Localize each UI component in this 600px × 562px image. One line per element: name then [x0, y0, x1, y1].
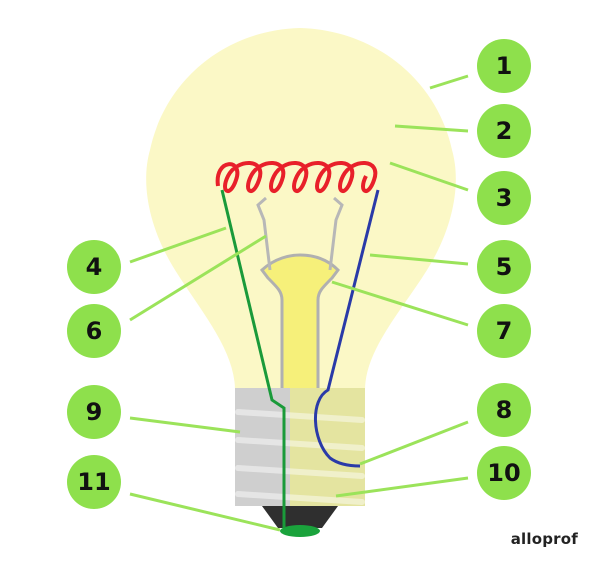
base-tip	[262, 506, 338, 528]
callout-line-10	[335, 476, 469, 498]
callout-number-7: 7	[496, 317, 513, 345]
callout-line-1	[429, 74, 469, 90]
callout-7: 7	[477, 304, 531, 358]
base-right-light	[290, 388, 365, 506]
lead-wire-green	[220, 189, 286, 528]
callout-line-7	[331, 280, 469, 327]
callout-number-10: 10	[487, 459, 520, 487]
thread-2	[235, 437, 365, 451]
callout-1: 1	[477, 39, 531, 93]
support-wire-right	[328, 196, 344, 271]
callout-circle-7	[477, 304, 531, 358]
filament-coil-path	[215, 161, 378, 193]
callout-line-4	[129, 226, 227, 264]
thread-4	[235, 491, 365, 505]
support-wire-left	[256, 196, 272, 271]
callout-number-1: 1	[496, 52, 513, 80]
callout-4: 4	[67, 240, 121, 294]
callout-circle-1	[477, 39, 531, 93]
callout-line-9	[129, 416, 241, 434]
callout-number-8: 8	[496, 396, 513, 424]
base-threads	[235, 409, 365, 505]
callout-circle-11	[67, 455, 121, 509]
callout-circle-5	[477, 240, 531, 294]
callout-number-4: 4	[86, 253, 103, 281]
callout-circle-8	[477, 383, 531, 437]
glass-bulb	[146, 28, 456, 390]
callout-circle-9	[67, 385, 121, 439]
callout-line-6	[129, 234, 267, 322]
alloprof-logo: alloprof	[510, 530, 578, 548]
callout-number-3: 3	[496, 184, 513, 212]
callout-line-2	[394, 124, 469, 133]
callout-3: 3	[477, 171, 531, 225]
callout-6: 6	[67, 304, 121, 358]
callout-2: 2	[477, 104, 531, 158]
callout-number-5: 5	[496, 253, 513, 281]
screw-base	[235, 388, 365, 537]
callout-circle-4	[67, 240, 121, 294]
callout-circle-10	[477, 446, 531, 500]
callout-5: 5	[477, 240, 531, 294]
callout-line-8	[359, 420, 469, 466]
callout-line-5	[369, 253, 469, 266]
filament-supports	[256, 196, 344, 271]
callout-9: 9	[67, 385, 121, 439]
callout-lines	[129, 74, 469, 532]
lead-wire-blue	[314, 189, 380, 468]
thread-1	[235, 409, 365, 423]
callout-line-11	[129, 492, 281, 532]
callout-10: 10	[477, 446, 531, 500]
callout-11: 11	[67, 455, 121, 509]
callout-circle-6	[67, 304, 121, 358]
callouts: 1 2 3 4 5 6 7 8 9 10 11	[67, 39, 531, 509]
callout-number-11: 11	[77, 468, 110, 496]
callout-8: 8	[477, 383, 531, 437]
contact-tip	[280, 525, 320, 537]
callout-number-6: 6	[86, 317, 103, 345]
callout-line-3	[389, 161, 469, 192]
callout-number-9: 9	[86, 398, 103, 426]
callout-number-2: 2	[496, 117, 513, 145]
thread-3	[235, 465, 365, 479]
callout-circle-2	[477, 104, 531, 158]
glass-stem	[259, 253, 340, 392]
callout-circle-3	[477, 171, 531, 225]
filament-coil	[215, 161, 378, 193]
